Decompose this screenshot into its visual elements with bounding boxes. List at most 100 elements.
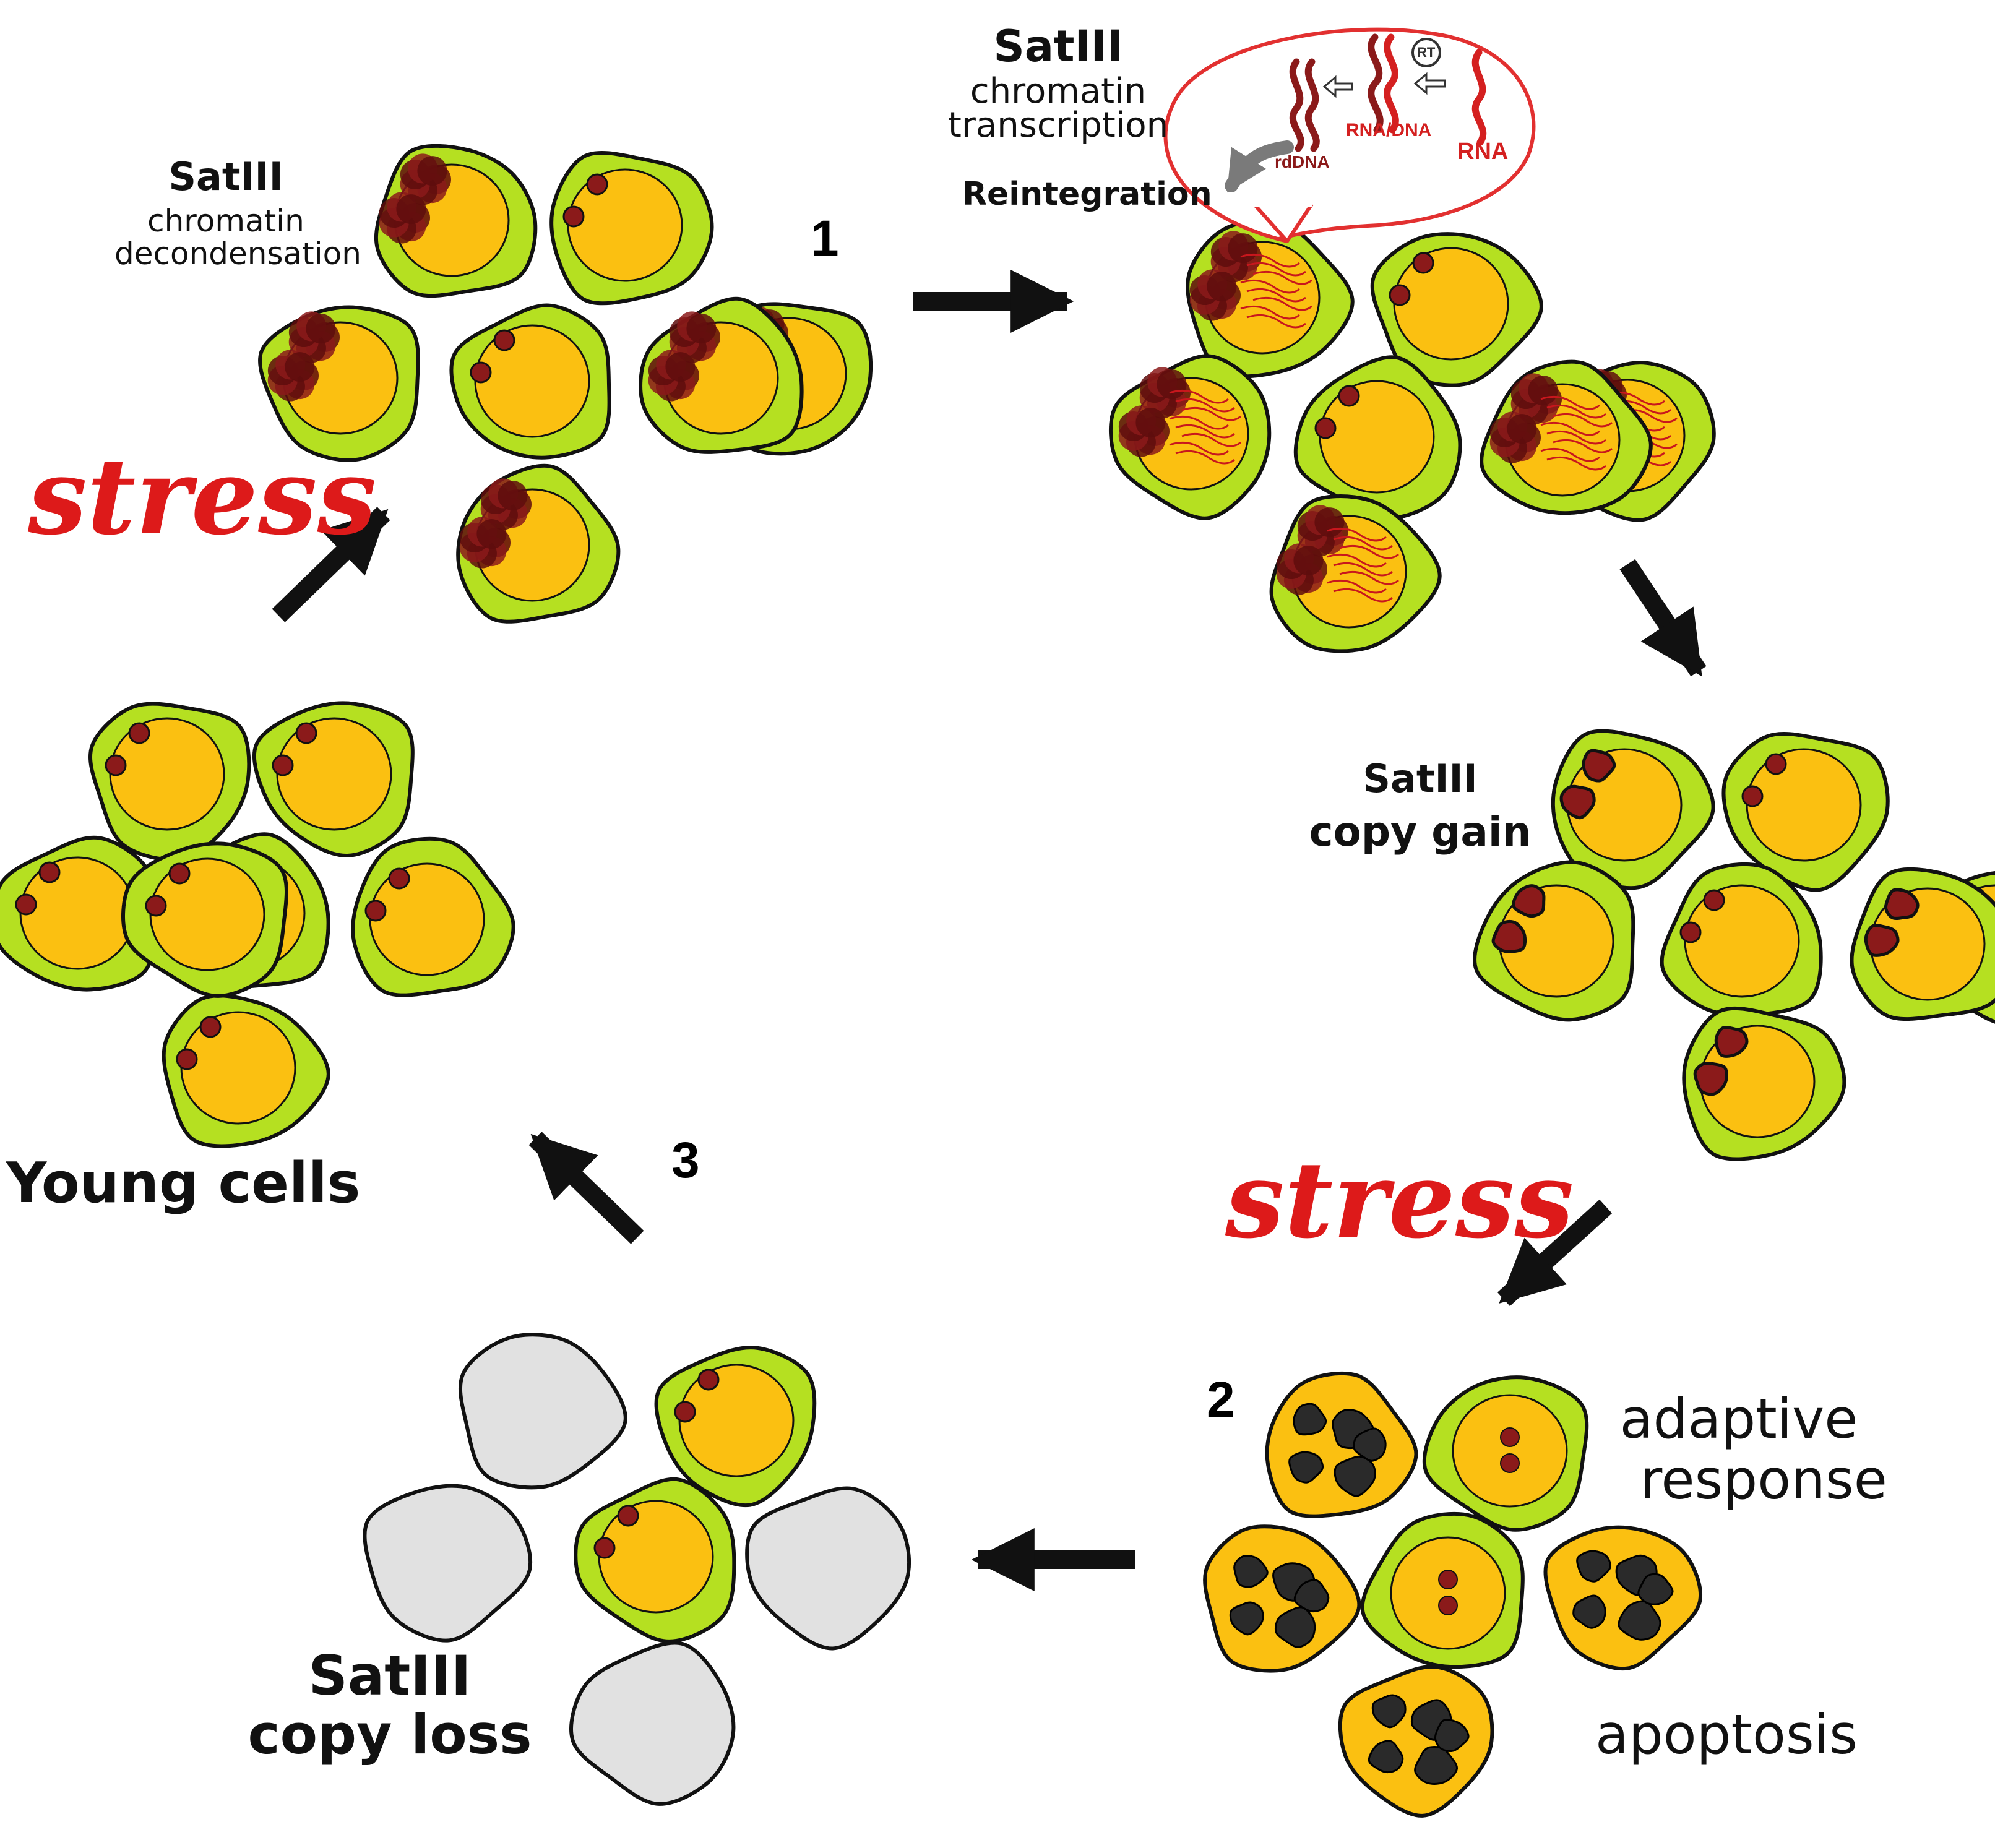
apoptotic-body <box>1434 1719 1470 1753</box>
arrow-to-stress-decondensation <box>272 507 390 622</box>
chromocenter <box>1412 252 1434 274</box>
bubble-rna-dna-label: RNA/DNA <box>1346 120 1432 140</box>
chromocenter <box>1438 1596 1458 1615</box>
cell <box>88 702 251 862</box>
rna-transcript <box>1327 527 1387 542</box>
nucleus <box>567 168 683 282</box>
young-cells-label: Young cells <box>6 1151 361 1216</box>
rna-transcript <box>1181 432 1241 447</box>
nucleus <box>1452 1394 1568 1508</box>
nucleus <box>1393 247 1509 361</box>
chromocenter <box>697 1369 720 1391</box>
apoptotic-body <box>1618 1600 1661 1641</box>
nucleus <box>474 324 590 438</box>
cell <box>456 463 621 624</box>
decondensed-chromatin <box>1489 411 1541 463</box>
chromocenter <box>15 893 37 916</box>
rna-transcript <box>1175 424 1235 439</box>
cell <box>1660 862 1823 1017</box>
step-number-1: 1 <box>811 210 839 267</box>
chromocenter <box>562 205 585 228</box>
cell <box>1370 232 1543 387</box>
decondensed-chromatin <box>648 350 699 402</box>
chromocenter <box>1765 753 1787 775</box>
cell <box>1721 732 1890 892</box>
arrow-to-stress-response <box>1497 1199 1613 1307</box>
decondensed-chromatin <box>669 311 720 363</box>
chromocenter <box>199 1016 222 1038</box>
cell <box>1186 219 1355 379</box>
apoptotic-body <box>1371 1694 1407 1729</box>
step-number-3: 3 <box>671 1132 700 1188</box>
nucleus <box>180 1011 296 1125</box>
cell <box>1338 1665 1494 1818</box>
chromocenter-enlarged <box>1884 888 1920 921</box>
chromocenter <box>593 1537 616 1559</box>
apoptotic-body <box>1233 1555 1269 1588</box>
apoptotic-body <box>1334 1455 1376 1497</box>
decondensed-chromatin <box>379 192 430 244</box>
adaptive-response-line1: adaptive <box>1619 1387 1858 1451</box>
apoptotic-body <box>1353 1427 1387 1462</box>
rna-transcript <box>1339 544 1399 559</box>
decondensed-chromatin <box>1189 269 1241 321</box>
chromocenter-enlarged <box>1491 919 1527 953</box>
apoptotic-body <box>1368 1740 1404 1774</box>
nucleus <box>369 862 485 976</box>
chromocenter <box>364 900 387 922</box>
cell <box>1265 1371 1418 1518</box>
stage2-subtitle-line1: chromatin <box>970 71 1147 111</box>
rddna-strands <box>1289 58 1320 152</box>
apoptotic-body <box>1576 1550 1612 1583</box>
transcription-bubble <box>1163 27 1536 243</box>
chromocenter <box>493 329 515 351</box>
rt-circle <box>1411 38 1441 67</box>
chromocenter-enlarged <box>1693 1062 1728 1096</box>
rna-transcript <box>1240 305 1300 320</box>
decondensed-chromatin <box>1139 367 1191 419</box>
cell <box>1551 729 1715 890</box>
rna-transcript <box>1246 262 1306 277</box>
cell <box>1422 1375 1589 1532</box>
rna-transcript <box>1546 430 1606 445</box>
chromocenter <box>1500 1453 1520 1473</box>
cell <box>252 701 415 857</box>
cell <box>458 1333 627 1490</box>
reintegration-arrow <box>1225 140 1294 193</box>
chromocenter-enlarged <box>1559 784 1596 820</box>
chromocenter-enlarged <box>1714 1026 1749 1058</box>
cell <box>121 841 288 998</box>
apoptotic-cell <box>1543 1525 1702 1671</box>
cell <box>745 1486 911 1651</box>
chromocenter <box>388 867 410 890</box>
cycle-arrows <box>272 269 1707 1592</box>
apoptotic-body <box>1293 1403 1327 1436</box>
dead-cell <box>745 1486 911 1651</box>
chromocenter <box>105 754 127 776</box>
rna-transcript <box>1546 404 1606 419</box>
chromocenter <box>1314 417 1337 439</box>
adaptive-response-line2: response <box>1640 1448 1887 1511</box>
rna-transcript <box>1333 536 1393 551</box>
chromocenter <box>1438 1570 1458 1589</box>
rna-dna-strands <box>1368 33 1399 134</box>
rna-transcript <box>1169 415 1229 430</box>
arrow-to-copy-gain <box>1619 559 1707 677</box>
nucleus <box>678 1364 795 1477</box>
cell <box>1682 1006 1846 1161</box>
cell <box>363 1484 532 1643</box>
chromocenter <box>38 861 61 883</box>
decondensed-chromatin <box>267 350 319 402</box>
stage5-subtitle: copy loss <box>248 1703 532 1766</box>
chromocenter <box>617 1505 639 1527</box>
nucleus <box>149 857 265 971</box>
cell <box>1293 355 1462 520</box>
rna-transcript <box>1327 579 1387 594</box>
cell <box>1480 359 1653 515</box>
rna-transcript <box>1175 398 1235 413</box>
chromocenter <box>168 862 191 885</box>
bubble-rna-label: RNA <box>1457 139 1509 165</box>
chromocenter <box>272 754 294 776</box>
cell <box>569 1641 736 1806</box>
